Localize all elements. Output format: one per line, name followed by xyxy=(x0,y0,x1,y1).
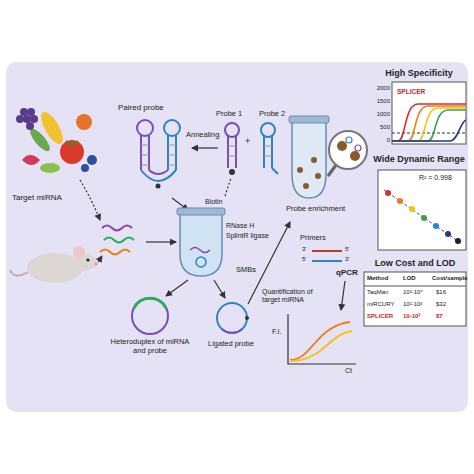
tick-label: 1500 xyxy=(368,98,390,105)
axis-label: Ct xyxy=(345,367,352,375)
probe-label: Probe 1 xyxy=(216,110,242,119)
panel-heading: Low Cost and LOD xyxy=(362,258,468,269)
axis-label: F.I. xyxy=(272,328,281,336)
enrichment-tube xyxy=(289,116,329,198)
primer-lines xyxy=(312,251,342,261)
panel-heading: High Specificity xyxy=(370,68,468,79)
step-label: Probe enrichment xyxy=(286,205,345,214)
standard-curve-chart xyxy=(378,170,466,250)
reagent-label: Primers xyxy=(300,234,326,243)
fit-label: R² = 0.998 xyxy=(418,174,453,182)
table-cell: 10³-10⁴ xyxy=(403,289,423,296)
table-header: Cost/sample xyxy=(432,275,468,282)
sample-label: Target miRNA xyxy=(12,193,62,202)
strand-end: 5' xyxy=(302,256,306,263)
mirna-strands xyxy=(100,226,134,255)
callout-label: Biotin xyxy=(205,198,223,206)
food-icons xyxy=(16,108,97,173)
table-cell: TaqMan xyxy=(367,289,388,296)
tick-label: 1000 xyxy=(368,111,390,118)
strand-end: 3' xyxy=(345,256,349,263)
step-label: qPCR xyxy=(336,268,358,277)
step-label: Annealing xyxy=(186,131,219,140)
reagent-label: SMBs xyxy=(236,266,256,275)
tick-label: 2000 xyxy=(368,85,390,92)
step-label: Quantification of target miRNA xyxy=(262,288,324,304)
probe-hairpins xyxy=(225,123,278,175)
enzyme-label: RNase H xyxy=(226,222,254,230)
specificity-chart xyxy=(392,82,466,144)
table-cell: 10²-10³ xyxy=(403,301,422,308)
step-label: Ligated probe xyxy=(208,340,254,349)
enzyme-label: SplintR ligase xyxy=(226,232,269,240)
reaction-tube xyxy=(177,208,225,276)
table-cell: $16 xyxy=(436,289,446,296)
strand-end: 5' xyxy=(345,246,349,253)
probe-label: Probe 2 xyxy=(259,110,285,119)
table-header: Method xyxy=(367,275,388,282)
mouse-icon xyxy=(10,246,98,283)
plus-sign: + xyxy=(245,136,250,146)
magnifier xyxy=(328,131,367,176)
step-label: Paired probe xyxy=(118,103,164,112)
amplification-plot xyxy=(288,314,356,364)
panel-heading: Wide Dynamic Range xyxy=(370,154,468,165)
step-label: Heteroduplex of miRNA and probe xyxy=(104,338,196,355)
paired-probe xyxy=(137,120,180,189)
table-cell: $7 xyxy=(436,313,443,320)
series-label: SPLICER xyxy=(396,88,426,95)
tick-label: 500 xyxy=(368,124,390,131)
table-cell: miRCURY xyxy=(367,301,395,308)
table-cell: SPLICER xyxy=(367,313,393,320)
strand-end: 3' xyxy=(302,246,306,253)
table-cell: 10-10² xyxy=(403,313,420,320)
table-cell: $32 xyxy=(436,301,446,308)
background-panel xyxy=(6,62,468,412)
result-panel: Wide Dynamic Range xyxy=(370,154,468,252)
table-header: LOD xyxy=(403,275,416,282)
probe-circles xyxy=(132,298,249,334)
result-panel: High Specificity xyxy=(370,68,468,150)
tick-label: 0 xyxy=(368,137,390,144)
